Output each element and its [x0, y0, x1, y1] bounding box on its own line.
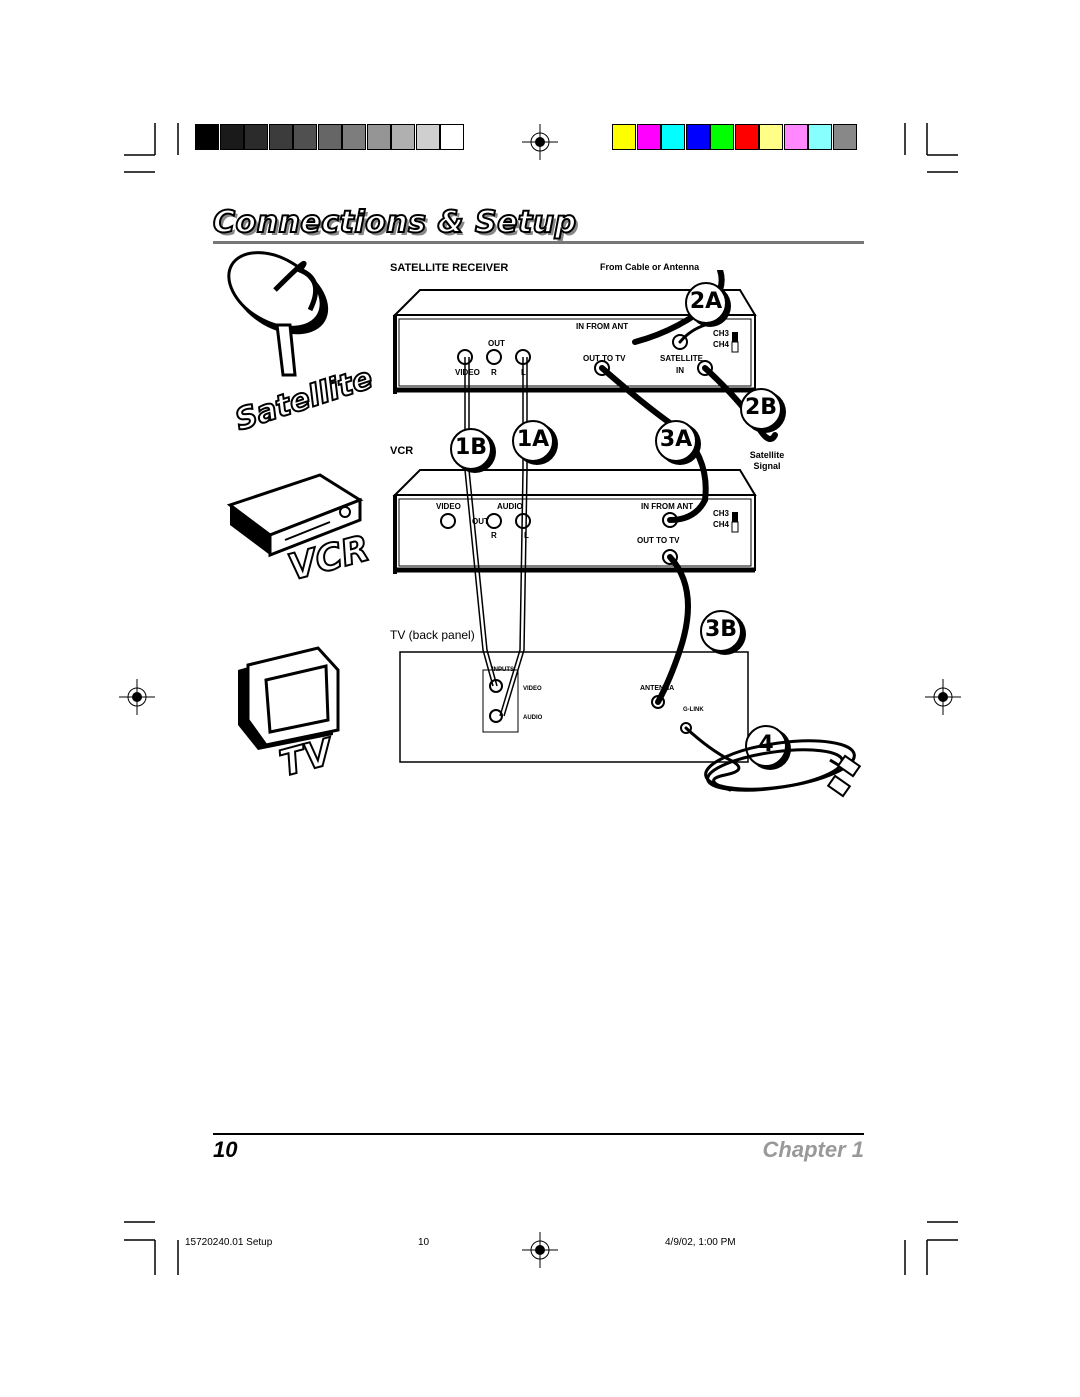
- calibration-swatch: [661, 124, 685, 150]
- rx-in-label: IN: [676, 366, 684, 375]
- vcr-out-label: OUT: [472, 517, 489, 526]
- calibration-swatch: [293, 124, 317, 150]
- calibration-swatch: [710, 124, 734, 150]
- tv-video-label: VIDEO: [523, 686, 542, 692]
- step-1b-badge: 1B: [450, 428, 492, 470]
- rx-r-label: R: [491, 368, 497, 377]
- calibration-swatch: [366, 124, 391, 150]
- vcr-r-label: R: [491, 531, 497, 540]
- chapter-label: Chapter 1: [762, 1137, 864, 1162]
- satellite-dish-illustration: [227, 251, 329, 377]
- calibration-swatch: [391, 124, 415, 150]
- calibration-swatch: [832, 124, 857, 150]
- footer-rule: [213, 1133, 864, 1135]
- step-1a-badge: 1A: [512, 420, 554, 462]
- print-slug-date: 4/9/02, 1:00 PM: [665, 1237, 736, 1248]
- satellite-receiver-label: SATELLITE RECEIVER: [390, 262, 509, 274]
- satellite-receiver-box: [392, 289, 757, 394]
- calibration-swatch: [759, 124, 783, 150]
- cable-source-label: From Cable or Antenna: [600, 262, 700, 272]
- vcr-l-label: L: [524, 531, 529, 540]
- rx-ch3-label: CH3: [713, 329, 730, 338]
- tv-back-panel-label: TV (back panel): [390, 628, 475, 642]
- calibration-swatch: [440, 124, 464, 150]
- calibration-swatch: [195, 124, 219, 150]
- connection-diagram: [392, 270, 778, 792]
- rx-video-label: VIDEO: [455, 368, 480, 377]
- page-title: Connections & Setup: [212, 204, 577, 241]
- tv-glink-label: G-LINK: [683, 707, 704, 713]
- calibration-swatch: [317, 124, 342, 150]
- tv-illustration: [238, 646, 340, 750]
- rx-ch4-label: CH4: [713, 340, 730, 349]
- calibration-swatch: [808, 124, 832, 150]
- step-3a-badge: 3A: [655, 420, 697, 462]
- calibration-swatch: [219, 124, 244, 150]
- calibration-swatch: [342, 124, 366, 150]
- vcr-in-from-ant-label: IN FROM ANT: [641, 502, 694, 511]
- calibration-swatch: [685, 124, 710, 150]
- tv-audio-label: AUDIO: [523, 715, 543, 721]
- vcr-out-to-tv-label: OUT TO TV: [637, 536, 680, 545]
- vcr-audio-label: AUDIO: [497, 502, 523, 511]
- calibration-swatch: [636, 124, 661, 150]
- calibration-swatch: [268, 124, 293, 150]
- vcr-label: VCR: [390, 445, 414, 457]
- calibration-swatch: [244, 124, 268, 150]
- vcr-video-label: VIDEO: [436, 502, 461, 511]
- vcr-illustration: [226, 473, 364, 558]
- vcr-box: [392, 469, 757, 574]
- step-3b-badge: 3B: [700, 610, 742, 652]
- calibration-swatch: [783, 124, 808, 150]
- rx-in-from-ant-label: IN FROM ANT: [576, 322, 629, 331]
- rx-l-label: L: [521, 368, 526, 377]
- tv-inputs-label: INPUTS: [492, 667, 515, 673]
- satellite-signal-label: Satellite Signal: [749, 450, 785, 471]
- vcr-ch4-label: CH4: [713, 520, 730, 529]
- page-number: 10: [213, 1137, 238, 1162]
- tv-antenna-label: ANTENNA: [640, 685, 675, 692]
- glink-cable-illustration: [704, 739, 862, 798]
- title-rule: [213, 241, 864, 244]
- calibration-swatch: [612, 124, 636, 150]
- step-4-badge: 4: [745, 725, 787, 767]
- calibration-swatch: [415, 124, 440, 150]
- step-2a-badge: 2A: [685, 282, 727, 324]
- calibration-swatch: [734, 124, 759, 150]
- registration-target-icon: [522, 124, 558, 160]
- print-slug-page: 10: [418, 1237, 430, 1248]
- rx-out-label: OUT: [488, 339, 505, 348]
- vcr-ch3-label: CH3: [713, 509, 730, 518]
- tv-back-panel: [399, 651, 749, 763]
- step-2b-badge: 2B: [740, 388, 782, 430]
- rx-out-to-tv-label: OUT TO TV: [583, 354, 626, 363]
- rx-satellite-label: SATELLITE: [660, 354, 703, 363]
- print-slug-file: 15720240.01 Setup: [185, 1237, 273, 1248]
